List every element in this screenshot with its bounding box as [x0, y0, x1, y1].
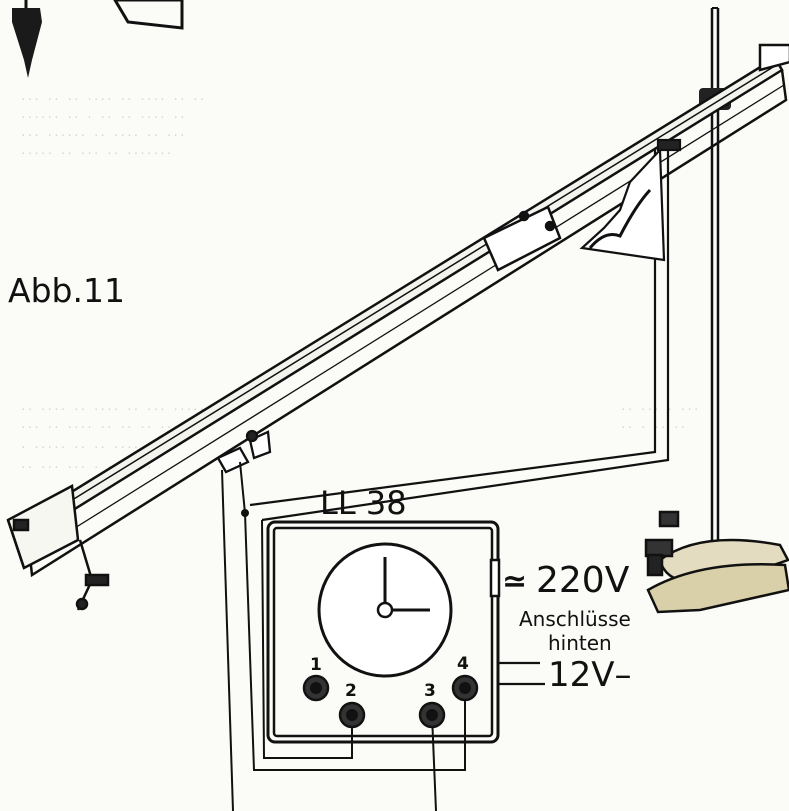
- clock-face: [317, 542, 453, 678]
- socket-3-number: 3: [424, 681, 436, 701]
- interrupter-flag: [249, 138, 682, 522]
- svg-text:··· ·· ·· ···· ·· ···· ·· ··: ··· ·· ·· ···· ·· ···· ·· ··: [20, 93, 205, 106]
- stand-base: [644, 510, 789, 614]
- rear-connections-label-line2: hinten: [548, 631, 612, 655]
- socket-4: [451, 674, 479, 702]
- socket-2: [338, 701, 366, 729]
- svg-text:·· ··· · ···: ·· ··· · ···: [620, 403, 699, 416]
- ac-voltage-label: 220V: [536, 560, 630, 601]
- svg-text:····· ·· ··· ·· ·······: ····· ·· ··· ·· ·······: [20, 147, 172, 160]
- svg-text:······ ·· · ·· ·· ···· ··: ······ ·· · ·· ·· ···· ··: [20, 111, 186, 124]
- socket-4-number: 4: [457, 654, 469, 674]
- socket-3: [418, 701, 446, 729]
- dc-leads: [498, 661, 545, 686]
- plumb-bob-icon: [12, 0, 42, 78]
- light-barrier: [216, 429, 272, 474]
- svg-text:·· ···· ·· ···· ·· ··· ·····: ·· ···· ·· ···· ·· ··· ·····: [20, 403, 205, 416]
- rear-connections-label: Anschlüsse: [519, 607, 631, 631]
- socket-1-number: 1: [310, 655, 322, 675]
- timer-device: 1 2 3 4: [266, 520, 501, 744]
- ac-symbol: ≃: [502, 564, 527, 599]
- svg-text:·· · ·· ··: ·· · ·· ··: [620, 421, 686, 434]
- track-end-block: [6, 484, 80, 570]
- svg-text:··· ······ ·· ···· ·· ···: ··· ······ ·· ···· ·· ···: [20, 129, 186, 142]
- table-clamp-icon: [75, 539, 110, 611]
- socket-1: [302, 674, 330, 702]
- figure-label: Abb.11: [8, 271, 125, 310]
- svg-text:··· ·· ···· ·· ·· ·· ···: ··· ·· ···· ·· ·· ·· ···: [20, 421, 179, 434]
- dc-voltage-label: 12V–: [548, 655, 632, 695]
- plate-icon: [113, 0, 184, 30]
- glider-carriage: [482, 205, 562, 272]
- device-model-label: LL 38: [320, 484, 407, 522]
- socket-2-number: 2: [345, 681, 357, 701]
